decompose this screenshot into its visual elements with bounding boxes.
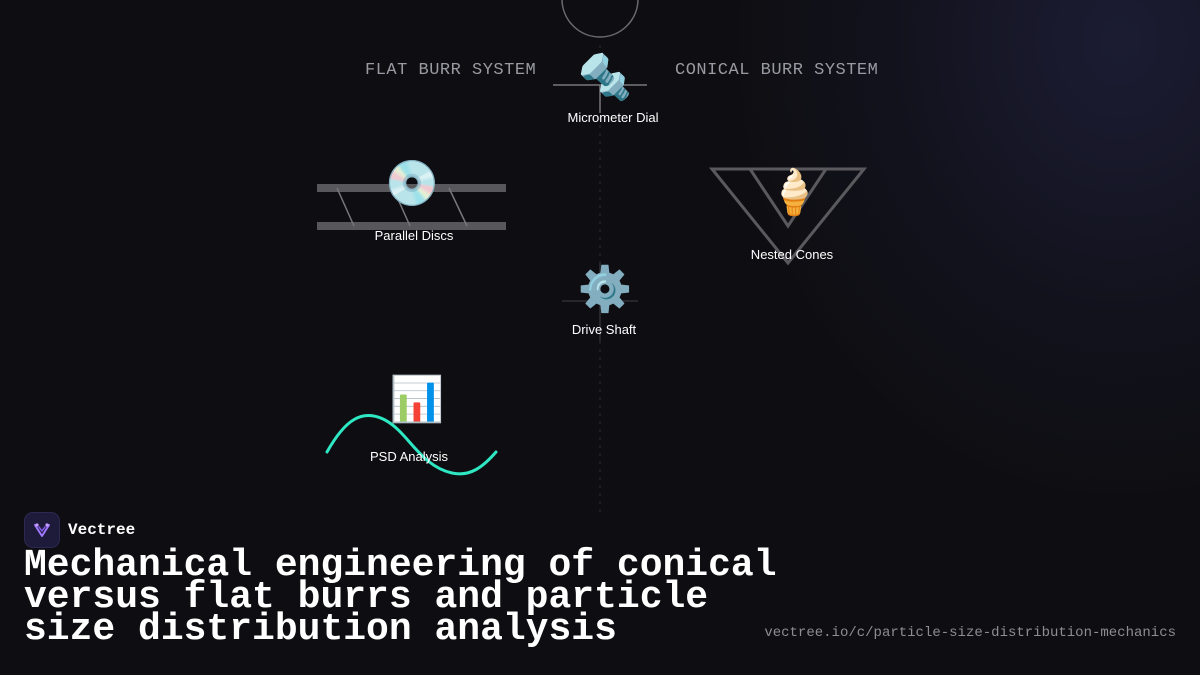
disc-tooth-1: [336, 187, 355, 227]
disc-tooth-2: [392, 187, 411, 227]
inner-cone: [747, 167, 829, 229]
flat-burr-system-heading: FLAT BURR SYSTEM: [365, 61, 537, 80]
ice-cream-cone-icon: 🍦: [766, 167, 822, 218]
micrometer-dial-label: Micrometer Dial: [567, 110, 659, 125]
bar-chart-icon: 📊: [389, 374, 445, 425]
disc-icon: 💿: [384, 158, 440, 209]
disc-tooth-3: [448, 187, 468, 227]
brand: Vectree: [24, 512, 135, 548]
page-url[interactable]: vectree.io/c/particle-size-distribution-…: [764, 625, 1176, 641]
drive-shaft-label: Drive Shaft: [571, 322, 637, 337]
lower-flat-disc: [317, 222, 506, 230]
vectree-logo-icon: [24, 512, 60, 548]
parallel-discs-label: Parallel Discs: [374, 228, 454, 243]
nested-cones-label: Nested Cones: [750, 247, 834, 262]
brand-name: Vectree: [68, 521, 136, 539]
conical-burr-system-heading: CONICAL BURR SYSTEM: [675, 61, 879, 80]
upper-flat-disc: [317, 184, 506, 192]
psd-distribution-curve: [325, 414, 498, 476]
page-title: Mechanical engineering of conical versus…: [24, 544, 777, 651]
gear-icon: ⚙️: [577, 264, 633, 315]
psd-analysis-label: PSD Analysis: [369, 449, 449, 464]
top-ring: [561, 0, 639, 38]
nut-and-bolt-icon: 🔩: [577, 52, 633, 103]
